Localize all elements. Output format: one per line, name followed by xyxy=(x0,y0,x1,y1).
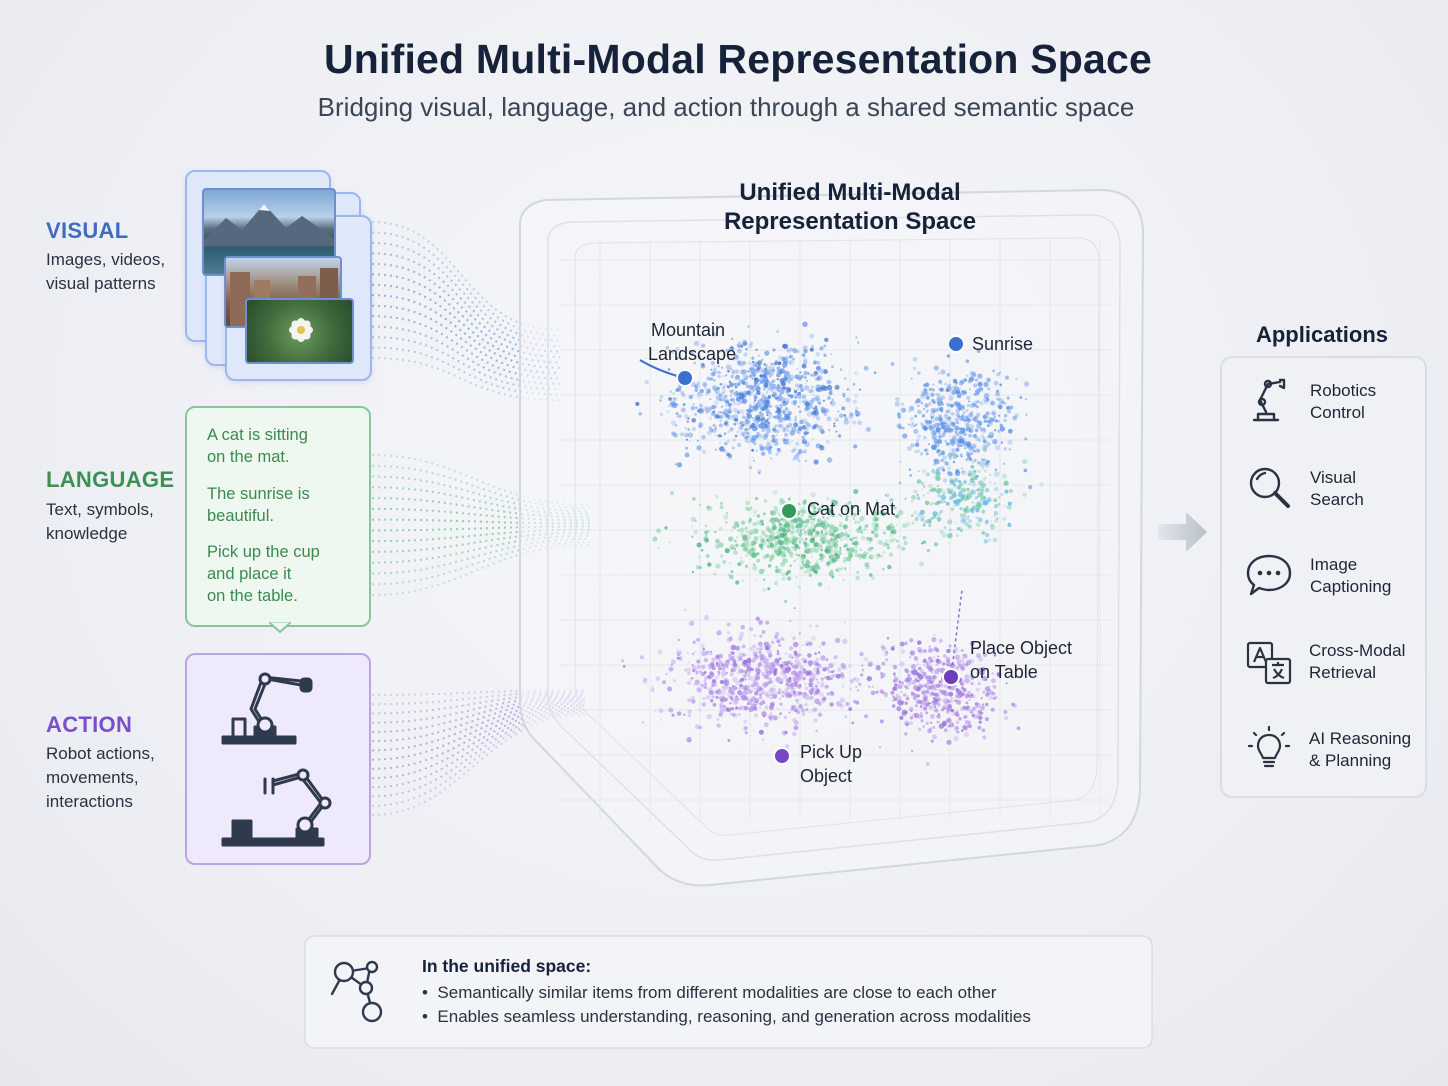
point-label-line: Mountain xyxy=(651,320,726,340)
info-panel xyxy=(304,935,1153,1049)
visual-desc-line: visual patterns xyxy=(46,274,156,293)
language-modality-description: Text, symbols, knowledge xyxy=(46,498,196,546)
app-label-line: & Planning xyxy=(1309,751,1392,770)
lightbulb-icon xyxy=(1247,725,1291,768)
flower-image xyxy=(245,298,354,364)
app-label-line: Control xyxy=(1310,403,1365,422)
language-example-line: and place it xyxy=(207,565,292,583)
embedding-scatter xyxy=(620,321,1044,766)
app-label-cross-modal-retrieval: Cross-Modal Retrieval xyxy=(1309,640,1405,684)
language-examples-box: A cat is sitting on the mat. The sunrise… xyxy=(185,406,371,634)
app-item-cross-modal-retrieval xyxy=(1246,640,1292,691)
point-place-leader-line xyxy=(950,589,963,678)
app-label-robotics-control: Robotics Control xyxy=(1310,380,1376,424)
robot-arm-place-icon xyxy=(221,768,332,847)
robot-arm-pick-icon xyxy=(221,672,313,745)
arrow-right-icon xyxy=(1158,512,1207,552)
language-example-line: Pick up the cup xyxy=(207,543,320,561)
space-title-line: Unified Multi-Modal xyxy=(739,179,961,206)
app-label-line: Search xyxy=(1310,490,1364,509)
point-label-cat-on-mat: Cat on Mat xyxy=(807,499,896,519)
action-modality-description: Robot actions, movements, interactions xyxy=(46,742,196,814)
app-label-line: Cross-Modal xyxy=(1309,641,1406,660)
action-desc-line: movements, xyxy=(46,768,139,787)
app-label-line: Captioning xyxy=(1310,577,1392,596)
action-desc-line: interactions xyxy=(46,792,133,811)
space-title: Unified Multi-Modal Representation Space xyxy=(700,178,1000,236)
info-bullet: • Semantically similar items from differ… xyxy=(422,983,997,1002)
page-subtitle: Bridging visual, language, and action th… xyxy=(317,92,1135,122)
point-label-line: on Table xyxy=(970,662,1038,682)
app-label-visual-search: Visual Search xyxy=(1310,467,1364,511)
point-mountain-landscape xyxy=(676,369,694,387)
point-label-mountain-landscape: Mountain Landscape xyxy=(648,318,737,366)
app-item-ai-reasoning xyxy=(1246,725,1292,776)
network-graph-icon xyxy=(330,960,383,1023)
point-cat-on-mat xyxy=(780,502,798,520)
info-bullet: • Enables seamless understanding, reason… xyxy=(422,1007,1031,1026)
point-label-line: Object xyxy=(800,766,853,786)
app-label-ai-reasoning: AI Reasoning & Planning xyxy=(1309,728,1411,772)
space-title-line: Representation Space xyxy=(723,208,977,235)
language-example-line: The sunrise is xyxy=(207,485,310,503)
applications-panel xyxy=(1220,356,1427,798)
speech-tail-icon xyxy=(269,622,291,634)
point-label-line: Place Object xyxy=(970,638,1073,658)
language-example-sunrise: The sunrise is beautiful. xyxy=(207,483,310,527)
app-label-line: Image xyxy=(1310,555,1358,574)
language-example-cup: Pick up the cup and place it on the tabl… xyxy=(207,541,320,607)
applications-title: Applications xyxy=(1255,322,1388,347)
point-label-sunrise: Sunrise xyxy=(972,334,1034,354)
app-label-line: Visual xyxy=(1310,468,1356,487)
action-examples-box xyxy=(185,653,371,865)
info-bullet-text: Semantically similar items from differen… xyxy=(437,983,997,1002)
app-label-image-captioning: Image Captioning xyxy=(1310,554,1391,598)
language-example-line: on the table. xyxy=(207,587,298,605)
language-example-line: on the mat. xyxy=(207,448,290,466)
point-label-pick-up-object: Pick Up Object xyxy=(800,740,862,788)
app-label-line: AI Reasoning xyxy=(1309,729,1412,748)
point-pick-up-object xyxy=(773,747,791,765)
visual-desc-line: Images, videos, xyxy=(46,250,166,269)
action-modality-title: ACTION xyxy=(46,712,133,737)
magnifier-icon xyxy=(1249,467,1290,508)
language-desc-line: knowledge xyxy=(46,524,128,543)
info-title: In the unified space: xyxy=(422,956,592,976)
point-label-line: Pick Up xyxy=(800,742,863,762)
mountain-icon xyxy=(204,204,334,246)
speech-bubble-icon xyxy=(1246,554,1292,596)
app-label-line: Robotics xyxy=(1310,381,1377,400)
app-item-visual-search xyxy=(1246,464,1292,515)
point-label-place-object: Place Object on Table xyxy=(970,636,1072,684)
point-place-object xyxy=(942,668,960,686)
robot-arm-icon xyxy=(1252,378,1286,422)
point-label-line: Landscape xyxy=(648,344,737,364)
app-item-image-captioning xyxy=(1246,552,1292,603)
language-modality-title: LANGUAGE xyxy=(46,467,175,492)
language-example-cat: A cat is sitting on the mat. xyxy=(207,424,308,468)
visual-modality-title: VISUAL xyxy=(46,218,129,243)
app-label-line: Retrieval xyxy=(1309,663,1377,682)
visual-modality-description: Images, videos, visual patterns xyxy=(46,248,196,296)
language-desc-line: Text, symbols, xyxy=(46,500,154,519)
flower-icon xyxy=(289,318,313,342)
language-example-line: beautiful. xyxy=(207,507,274,525)
point-sunrise xyxy=(947,335,965,353)
page-title: Unified Multi-Modal Representation Space xyxy=(323,36,1153,82)
language-example-line: A cat is sitting xyxy=(207,426,308,444)
translate-icon xyxy=(1246,641,1292,685)
info-bullet-text: Enables seamless understanding, reasonin… xyxy=(437,1007,1031,1026)
app-item-robotics-control xyxy=(1246,376,1292,427)
action-desc-line: Robot actions, xyxy=(46,744,155,763)
